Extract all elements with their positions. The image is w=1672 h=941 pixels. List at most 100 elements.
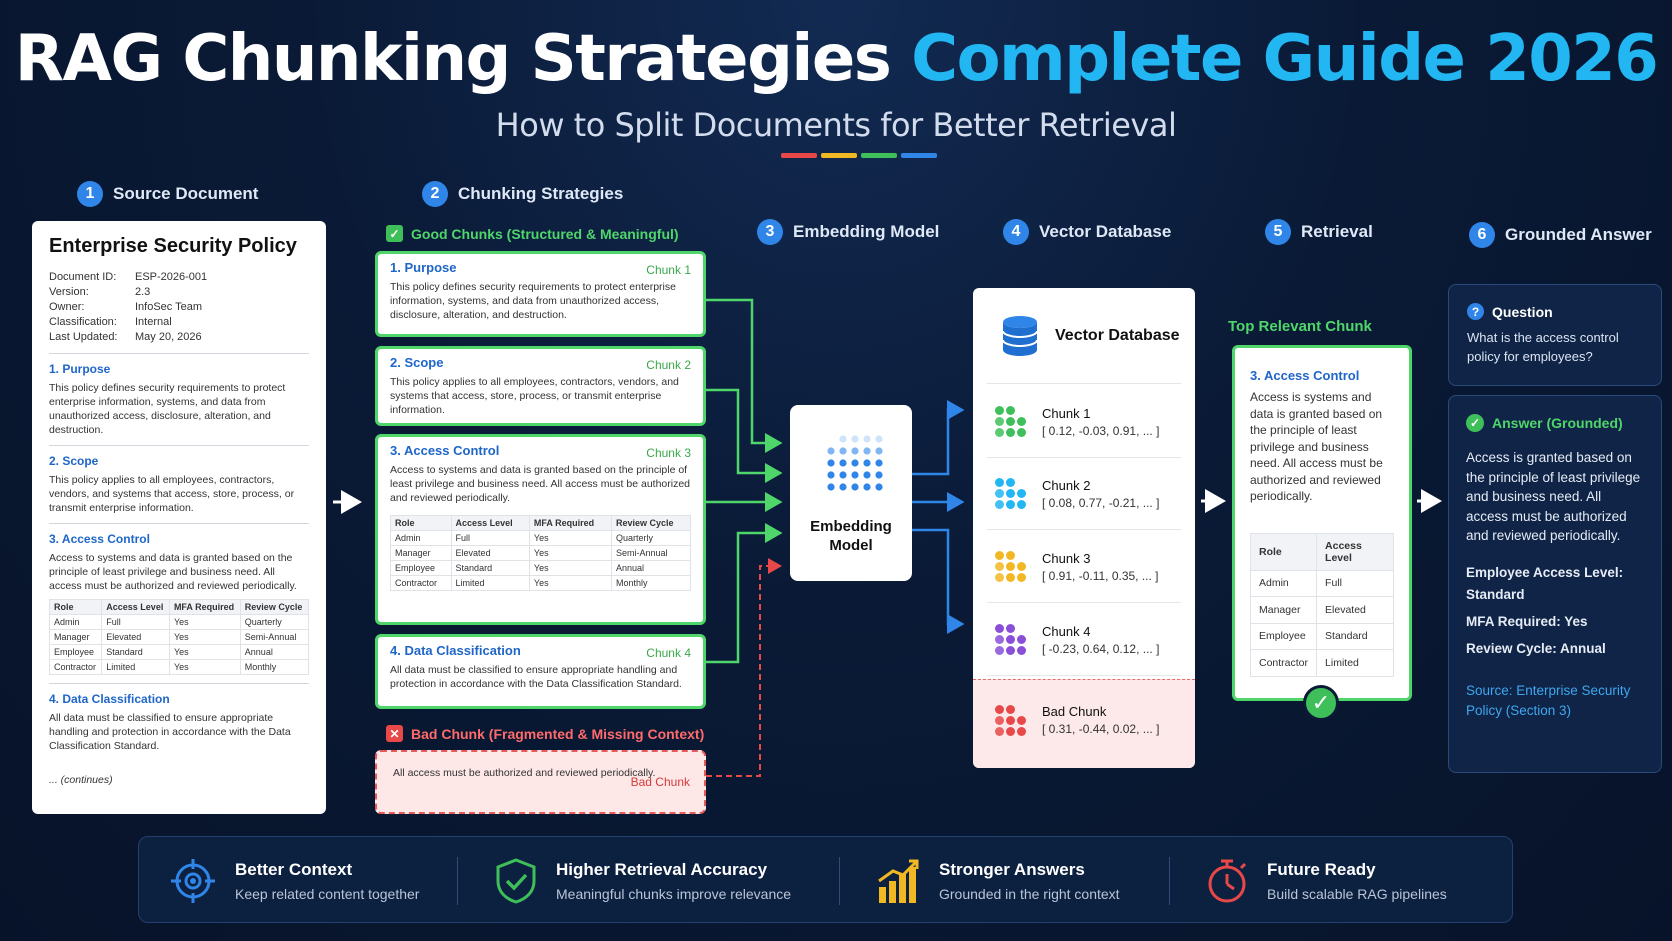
step-label: Retrieval bbox=[1301, 222, 1373, 241]
bad-chunk-text: All access must be authorized and review… bbox=[393, 767, 656, 779]
doc-section-heading: 2. Scope bbox=[49, 454, 99, 468]
doc-section-heading: 3. Access Control bbox=[49, 532, 150, 546]
meta-value: Internal bbox=[135, 316, 172, 328]
vector-name: Chunk 3 bbox=[1042, 550, 1091, 566]
table-cell: Limited bbox=[450, 575, 530, 591]
benefit-subtitle: Grounded in the right context bbox=[939, 885, 1120, 902]
vector-db-title: Vector Database bbox=[1055, 326, 1180, 344]
vector-db-header: Vector Database bbox=[987, 288, 1181, 384]
table-header: Access Level bbox=[1316, 532, 1394, 571]
chunk-text: This policy applies to all employees, co… bbox=[390, 376, 679, 416]
x-icon: ✕ bbox=[386, 725, 403, 742]
retrieved-chunk-title: 3. Access Control bbox=[1250, 368, 1360, 383]
benefit-title: Future Ready bbox=[1267, 859, 1376, 879]
vector-values: [ -0.23, 0.64, 0.12, ... ] bbox=[1042, 641, 1160, 656]
table-cell: Contractor bbox=[48, 659, 103, 675]
good-chunks-label: Good Chunks (Structured & Meaningful) bbox=[411, 225, 679, 242]
vector-dots-icon bbox=[995, 406, 1026, 437]
continues-note: ... (continues) bbox=[49, 774, 113, 786]
retrieved-chunk-card: 3. Access Control Access is systems and … bbox=[1232, 345, 1412, 701]
meta-value: ESP-2026-001 bbox=[135, 271, 208, 283]
doc-section-heading: 4. Data Classification bbox=[49, 692, 170, 706]
color-underline bbox=[781, 153, 937, 158]
underline-segment bbox=[781, 153, 817, 158]
chunk-label: Chunk 3 bbox=[646, 446, 691, 460]
vector-database-panel: Vector Database Chunk 1[ 0.12, -0.03, 0.… bbox=[973, 288, 1195, 768]
step-number-badge: 1 bbox=[77, 181, 103, 207]
question-icon: ? bbox=[1467, 303, 1484, 320]
table-cell: Elevated bbox=[1316, 596, 1394, 624]
step-label: Vector Database bbox=[1039, 222, 1172, 241]
vector-values: [ 0.08, 0.77, -0.21, ... ] bbox=[1042, 495, 1160, 510]
vector-dots-icon bbox=[995, 478, 1026, 509]
chunk-text: Access to systems and data is granted ba… bbox=[390, 464, 691, 504]
target-icon bbox=[171, 858, 215, 903]
meta-value: 2.3 bbox=[135, 286, 151, 298]
neural-dots-icon bbox=[827, 435, 883, 491]
answer-header: ✓Answer (Grounded) bbox=[1466, 414, 1644, 432]
meta-key: Classification: bbox=[49, 316, 117, 328]
vector-values: [ 0.31, -0.44, 0.02, ... ] bbox=[1042, 722, 1160, 736]
vector-row: Chunk 4 [ -0.23, 0.64, 0.12, ... ] bbox=[987, 604, 1181, 676]
chunk-title: 3. Access Control bbox=[390, 443, 500, 458]
divider bbox=[49, 523, 309, 524]
chunk-title: 1. Purpose bbox=[390, 260, 457, 275]
bad-chunk-card: All access must be authorized and review… bbox=[375, 750, 706, 814]
vector-name: Chunk 2 bbox=[1042, 477, 1091, 493]
table-cell: Limited bbox=[1316, 649, 1394, 677]
table-header: Role bbox=[48, 599, 103, 615]
vector-row: Chunk 2 [ 0.08, 0.77, -0.21, ... ] bbox=[987, 458, 1181, 530]
chunk-title: 2. Scope bbox=[390, 355, 444, 370]
answer-text: Access is granted based on the principle… bbox=[1466, 450, 1641, 543]
chunk-text: All data must be classified to ensure ap… bbox=[390, 664, 682, 690]
table-cell: Standard bbox=[1316, 622, 1394, 650]
step-label: Embedding Model bbox=[793, 222, 940, 241]
step-number-badge: 6 bbox=[1469, 222, 1495, 248]
step-number-badge: 3 bbox=[757, 219, 783, 245]
chunk-label: Chunk 4 bbox=[646, 646, 691, 660]
good-chunks-header: ✓Good Chunks (Structured & Meaningful) bbox=[386, 225, 679, 242]
table-header: Role bbox=[390, 515, 452, 531]
top-relevant-label: Top Relevant Chunk bbox=[1228, 318, 1372, 335]
chunk-title: 4. Data Classification bbox=[390, 643, 521, 658]
meta-key: Owner: bbox=[49, 301, 85, 313]
table-cell: Yes bbox=[528, 575, 613, 591]
benefit-subtitle: Build scalable RAG pipelines bbox=[1267, 885, 1447, 902]
table-header: Review Cycle bbox=[239, 599, 310, 615]
table-cell: Admin bbox=[1249, 569, 1318, 597]
meta-key: Version: bbox=[49, 286, 89, 298]
vector-row-bad: Bad Chunk [ 0.31, -0.44, 0.02, ... ] bbox=[987, 684, 1181, 756]
embedding-model-box: Embedding Model bbox=[790, 405, 912, 581]
step-number-badge: 4 bbox=[1003, 219, 1029, 245]
divider bbox=[49, 683, 309, 684]
table-cell: Manager bbox=[1249, 596, 1318, 624]
chunk-card-4: 4. Data Classification Chunk 4 All data … bbox=[375, 634, 706, 709]
embedding-model-label: Embedding Model bbox=[810, 518, 892, 554]
table-header: Role bbox=[1249, 532, 1318, 571]
bad-chunk-tag: Bad Chunk bbox=[630, 775, 690, 789]
bad-chunk-header: ✕Bad Chunk (Fragmented & Missing Context… bbox=[386, 725, 704, 742]
table-header: MFA Required bbox=[168, 599, 241, 615]
table-cell: Contractor bbox=[1249, 649, 1318, 677]
vector-name: Bad Chunk bbox=[1042, 704, 1107, 719]
source-document: Enterprise Security Policy Document ID:E… bbox=[32, 221, 326, 814]
table-header: Review Cycle bbox=[611, 515, 691, 531]
underline-segment bbox=[901, 153, 937, 158]
vector-dots-icon bbox=[995, 704, 1026, 736]
vector-name: Chunk 4 bbox=[1042, 623, 1091, 639]
chunk-card-3: 3. Access Control Chunk 3 Access to syst… bbox=[375, 434, 706, 625]
